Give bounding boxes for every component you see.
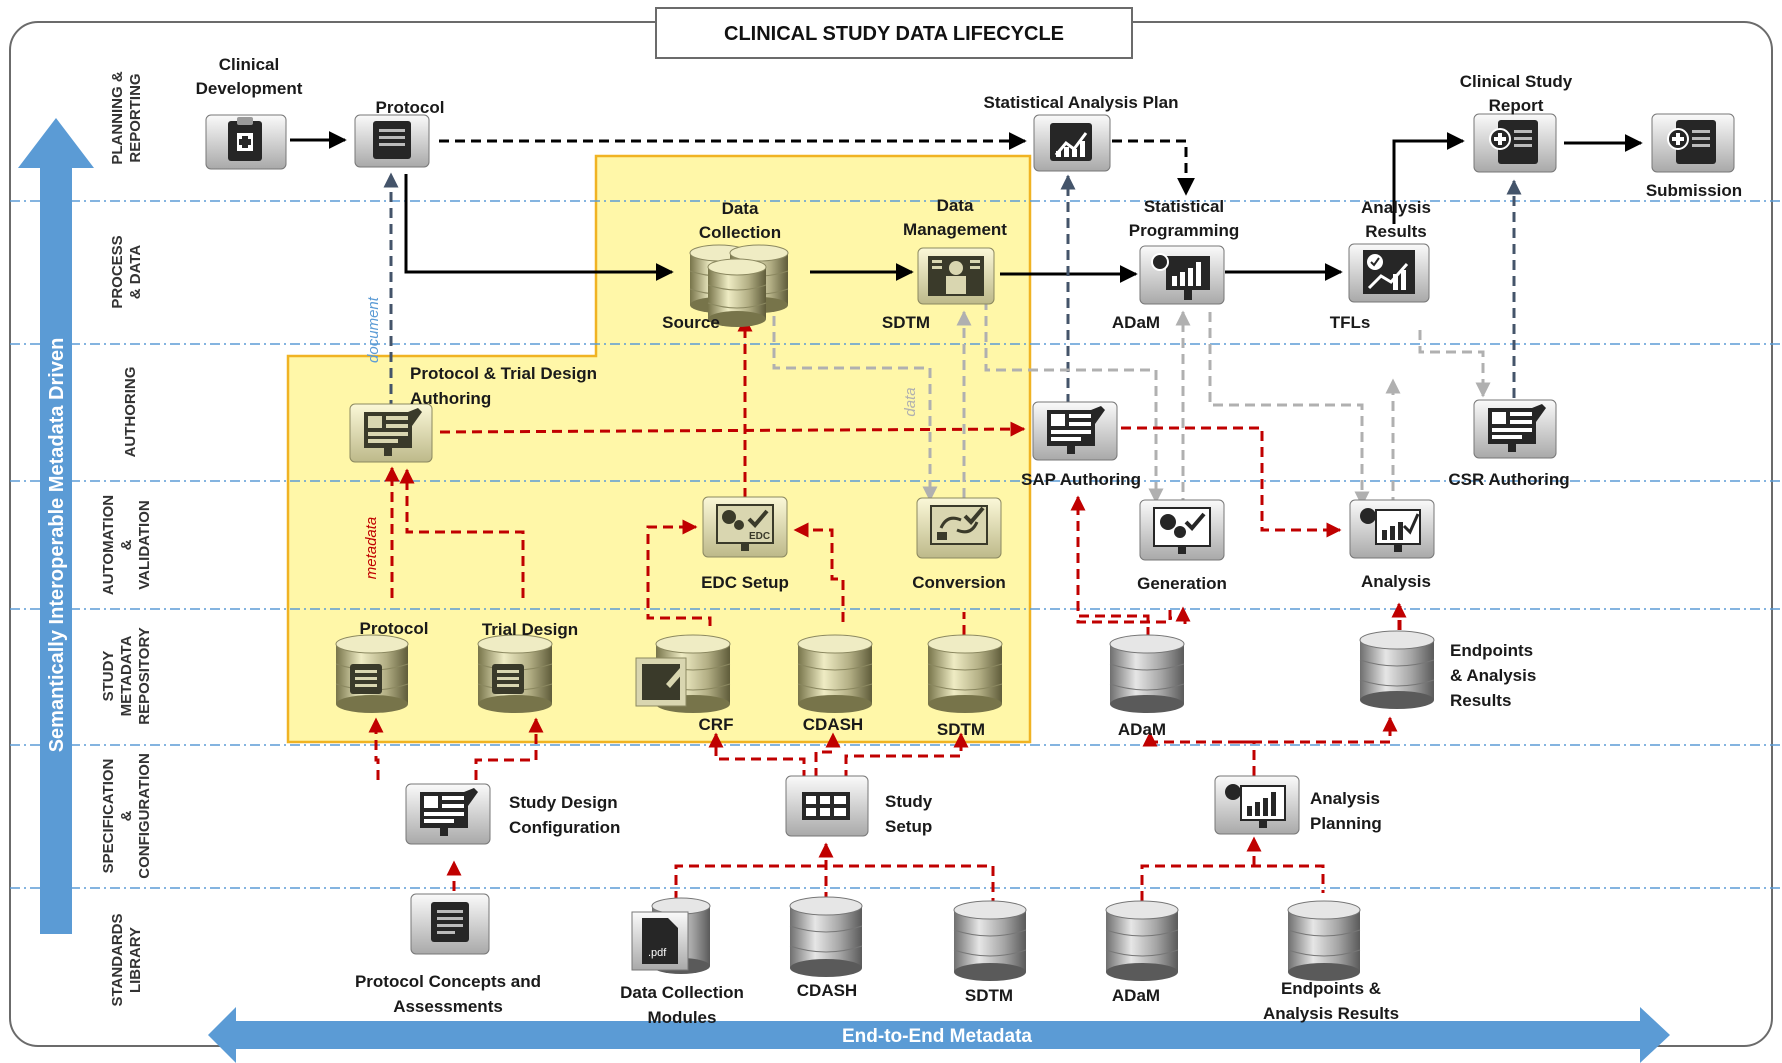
analysis-label: Analysis — [1361, 572, 1431, 591]
analysis-icon — [1349, 499, 1435, 559]
clinical-study-report-icon — [1473, 113, 1557, 173]
statistical-analysis-plan-icon — [1033, 114, 1111, 172]
adam-library-label: ADaM — [1112, 986, 1160, 1005]
generation-label: Generation — [1137, 574, 1227, 593]
lane-labels: PLANNING &REPORTING PROCESS& DATA AUTHOR… — [100, 71, 153, 1006]
adam-library-icon — [1105, 900, 1179, 981]
gray-flow-connectors — [772, 300, 1491, 508]
clinical-development-icon — [205, 114, 287, 170]
data-management-icon — [917, 247, 995, 305]
cdash-library-label: CDASH — [797, 981, 857, 1000]
endpoints-repository-icon — [1359, 630, 1435, 709]
navy-flow-connectors — [383, 172, 1522, 410]
title-box — [655, 7, 1133, 59]
bottom-banner-text: End-to-End Metadata — [842, 1026, 1032, 1047]
lane-dividers — [10, 200, 1782, 889]
lane-label-planning: PLANNING &REPORTING — [109, 71, 144, 165]
adam-process-label: ADaM — [1112, 313, 1160, 332]
source-label: Source — [662, 313, 720, 332]
highlight-area — [286, 154, 1032, 744]
sap-authoring-label: SAP Authoring — [1021, 470, 1141, 489]
pdf-icon-text: .pdf — [648, 947, 667, 959]
cdash-repository-label: CDASH — [803, 715, 863, 734]
trial-design-repository-label: Trial Design — [482, 620, 578, 639]
lane-label-repository: STUDYMETADATAREPOSITORY — [100, 627, 153, 725]
edc-setup-icon: EDC — [702, 496, 788, 558]
protocol-trial-design-authoring-icon — [349, 403, 433, 463]
tfls-label: TFLs — [1330, 313, 1371, 332]
document-annotation: document — [365, 296, 382, 363]
conversion-label: Conversion — [912, 573, 1006, 592]
cdash-library-icon — [789, 896, 863, 977]
lane-label-automation: AUTOMATION&VALIDATION — [100, 495, 153, 595]
data-collection-database-icon — [689, 244, 789, 327]
csr-authoring-icon — [1473, 399, 1557, 459]
metadata-annotation: metadata — [363, 517, 380, 580]
bottom-banner-arrow — [208, 1007, 1670, 1063]
csr-authoring-label: CSR Authoring — [1448, 470, 1569, 489]
conversion-icon — [916, 497, 1002, 559]
edc-setup-label: EDC Setup — [701, 573, 789, 592]
protocol-concepts-icon — [410, 893, 490, 955]
lane-label-authoring: AUTHORING — [122, 367, 139, 458]
red-flow-connectors — [368, 316, 1407, 903]
endpoints-library-label: Endpoints &Analysis Results — [1263, 979, 1399, 1023]
lane-label-process: PROCESS& DATA — [109, 235, 144, 308]
sap-authoring-icon — [1032, 401, 1118, 461]
adam-repository-icon — [1109, 634, 1185, 713]
submission-label: Submission — [1646, 181, 1742, 200]
crf-repository-icon — [635, 634, 731, 713]
analysis-planning-icon — [1214, 775, 1300, 835]
edc-icon-text: EDC — [749, 531, 770, 542]
data-collection-modules-icon: .pdf — [631, 897, 711, 974]
diagram-title: CLINICAL STUDY DATA LIFECYCLE — [724, 23, 1064, 45]
sdtm-library-label: SDTM — [965, 986, 1013, 1005]
endpoints-library-icon — [1287, 900, 1361, 981]
sdtm-library-icon — [953, 900, 1027, 981]
adam-repository-label: ADaM — [1118, 720, 1166, 739]
trial-design-repository-icon — [477, 634, 553, 713]
sap-label: Statistical Analysis Plan — [984, 93, 1179, 112]
generation-icon — [1139, 499, 1225, 561]
cdash-repository-icon — [797, 634, 873, 713]
study-setup-icon — [785, 775, 869, 837]
lane-label-standards: STANDARDSLIBRARY — [109, 913, 144, 1006]
sdtm-process-label: SDTM — [882, 313, 930, 332]
protocol-repository-label: Protocol — [360, 619, 429, 638]
study-design-configuration-icon — [405, 783, 491, 845]
crf-repository-label: CRF — [699, 715, 734, 734]
vertical-banner-text: Semantically Interoperable Metadata Driv… — [46, 338, 68, 753]
protocol-top-label: Protocol — [376, 98, 445, 117]
submission-icon — [1651, 113, 1735, 173]
lane-label-specification: SPECIFICATION&CONFIGURATION — [100, 753, 153, 879]
data-annotation: data — [902, 387, 919, 416]
protocol-document-icon — [354, 114, 430, 168]
vertical-banner-arrow — [18, 118, 94, 934]
analysis-results-icon — [1348, 243, 1430, 303]
statistical-programming-icon — [1139, 245, 1225, 305]
protocol-repository-icon — [335, 634, 409, 713]
sdtm-repository-icon — [927, 634, 1003, 713]
sdtm-repository-label: SDTM — [937, 720, 985, 739]
